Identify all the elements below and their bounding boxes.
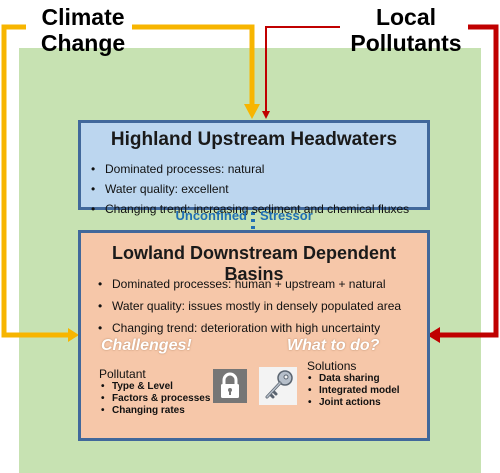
pollutants-to-lowland-arrowhead	[427, 327, 440, 343]
lowland-item: Water quality: issues mostly in densely …	[96, 295, 401, 317]
highland-title: Highland Upstream Headwaters	[110, 129, 398, 150]
connector-label: Unconfined Stressor	[78, 206, 430, 228]
climate-label-line2: Change	[40, 30, 126, 56]
challenges-title: Challenges!	[101, 337, 192, 354]
what-to-do-title: What to do?	[287, 337, 380, 354]
solutions-item: Joint actions	[308, 397, 400, 409]
connector-right-text: Stressor	[260, 208, 313, 223]
pollutant-heading: Pollutant	[99, 367, 146, 381]
pollutants-to-lowland-arrow	[438, 24, 499, 338]
pollutants-to-highland-arrowhead	[262, 111, 270, 119]
solutions-item: Integrated model	[308, 385, 400, 397]
highland-item: Water quality: excellent	[89, 179, 409, 199]
highland-item: Changing trend: increasing sediment and …	[89, 199, 409, 219]
climate-to-lowland-arrow	[1, 24, 70, 338]
highland-box: Highland Upstream Headwaters Dominated p…	[78, 120, 430, 219]
lock-icon	[213, 369, 247, 403]
climate-to-highland-arrowhead	[244, 104, 260, 119]
solutions-list: Data sharing Integrated model Joint acti…	[308, 373, 400, 409]
lowland-item: Dominated processes: human + upstream + …	[96, 273, 401, 295]
climate-to-lowland-arrowhead	[68, 328, 79, 342]
solutions-item: Data sharing	[308, 373, 400, 385]
local-pollutants-label: Local Pollutants	[346, 4, 466, 56]
key-icon	[259, 367, 297, 405]
pollutant-item: Factors & processes	[101, 393, 210, 405]
local-label-line2: Pollutants	[350, 30, 462, 56]
connector-left-text: Unconfined	[175, 208, 248, 223]
lowland-list: Dominated processes: human + upstream + …	[96, 273, 401, 339]
pollutant-list: Type & Level Factors & processes Changin…	[101, 381, 210, 417]
lowland-box: Lowland Downstream Dependent Basins Domi…	[78, 230, 430, 441]
highland-list: Dominated processes: natural Water quali…	[89, 159, 409, 219]
local-label-line1: Local	[375, 4, 437, 30]
pollutant-item: Changing rates	[101, 405, 210, 417]
highland-item: Dominated processes: natural	[89, 159, 409, 179]
lowland-item: Changing trend: deterioration with high …	[96, 317, 401, 339]
climate-to-highland-arrow	[132, 24, 255, 107]
climate-label-line1: Climate	[41, 4, 125, 30]
pollutants-to-highland-arrow	[265, 26, 340, 113]
climate-change-label: Climate Change	[28, 4, 138, 56]
solutions-heading: Solutions	[307, 359, 357, 373]
pollutant-item: Type & Level	[101, 381, 210, 393]
